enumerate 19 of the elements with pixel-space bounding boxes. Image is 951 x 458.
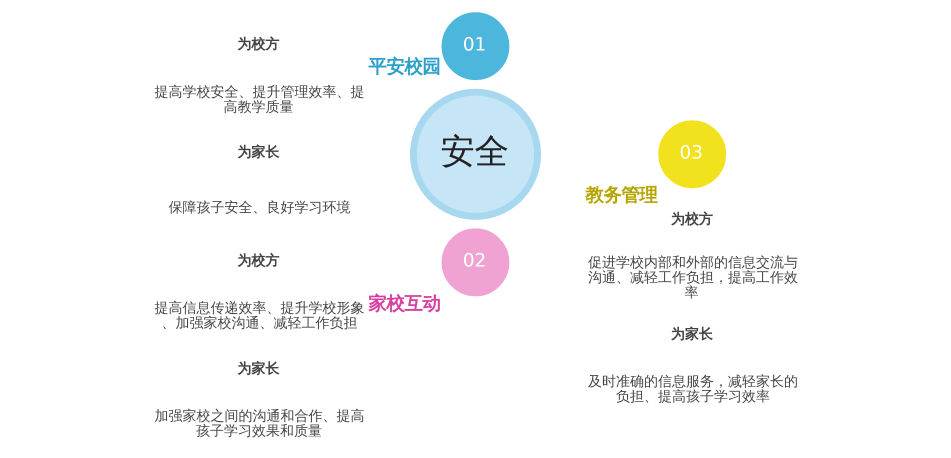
node-circle: 安全 [410, 88, 542, 220]
label: 及时准确的信息服务，减轻家长的负担、提高孩子学习效率 [588, 374, 798, 405]
label: 为家长 [238, 360, 280, 377]
label: 为校方 [670, 211, 713, 228]
node-circle: 03 [658, 120, 726, 188]
label: 提高信息传递效率、提升学校形象、加强家校沟通、减轻工作负担 [154, 300, 365, 332]
label: 加强家校之间的沟通和合作、提高孩子学习效果和质量 [154, 408, 365, 440]
node-label: 家校互动 [368, 293, 441, 314]
label: 为校方 [238, 36, 280, 53]
node-circle: 02 [442, 228, 510, 296]
label: 为校方 [238, 252, 280, 269]
label: 为家长 [670, 326, 713, 342]
label: 为家长 [238, 144, 280, 161]
label: 促进学校内部和外部的信息交流与沟通、减轻工作负担，提高工作效率 [588, 255, 798, 301]
node-label: 教务管理 [585, 185, 658, 206]
node-circle: 01 [442, 12, 510, 80]
label: 保障孩子安全、良好学习环境 [168, 200, 351, 216]
label: 提高学校安全、提升管理效率、提高教学质量 [154, 84, 365, 116]
node-label: 平安校园 [368, 56, 441, 78]
